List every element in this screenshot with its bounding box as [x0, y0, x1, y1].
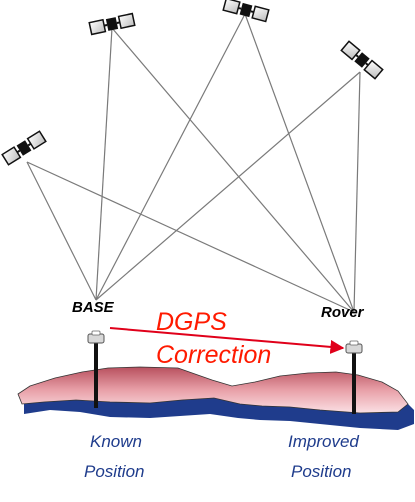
- signal-line: [95, 27, 113, 301]
- satellite-icon: [1, 130, 47, 166]
- improved-position-line1: Improved: [288, 432, 359, 451]
- satellite-icon: [340, 40, 384, 80]
- satellite-icon: [222, 0, 270, 23]
- correction-label-line2: Correction: [156, 341, 271, 369]
- signal-line: [95, 71, 361, 301]
- base-receiver-icon: [87, 330, 105, 408]
- signal-line: [244, 13, 355, 313]
- rover-label: Rover: [321, 304, 365, 321]
- signal-line: [353, 71, 361, 313]
- known-position-line1: Known: [90, 432, 142, 451]
- base-label: BASE: [72, 299, 115, 316]
- known-position-line2: Position: [84, 462, 144, 481]
- correction-arrow: [109, 327, 345, 354]
- signal-line: [95, 13, 246, 301]
- signal-line: [26, 161, 97, 301]
- terrain: [17, 366, 409, 414]
- correction-label-line1: DGPS: [156, 308, 227, 336]
- signal-line: [26, 161, 355, 313]
- rover-receiver-icon: [345, 340, 363, 414]
- signal-line: [111, 27, 355, 313]
- signal-lines: [26, 13, 361, 313]
- improved-position-line2: Position: [291, 462, 351, 481]
- satellite-icon: [88, 12, 136, 36]
